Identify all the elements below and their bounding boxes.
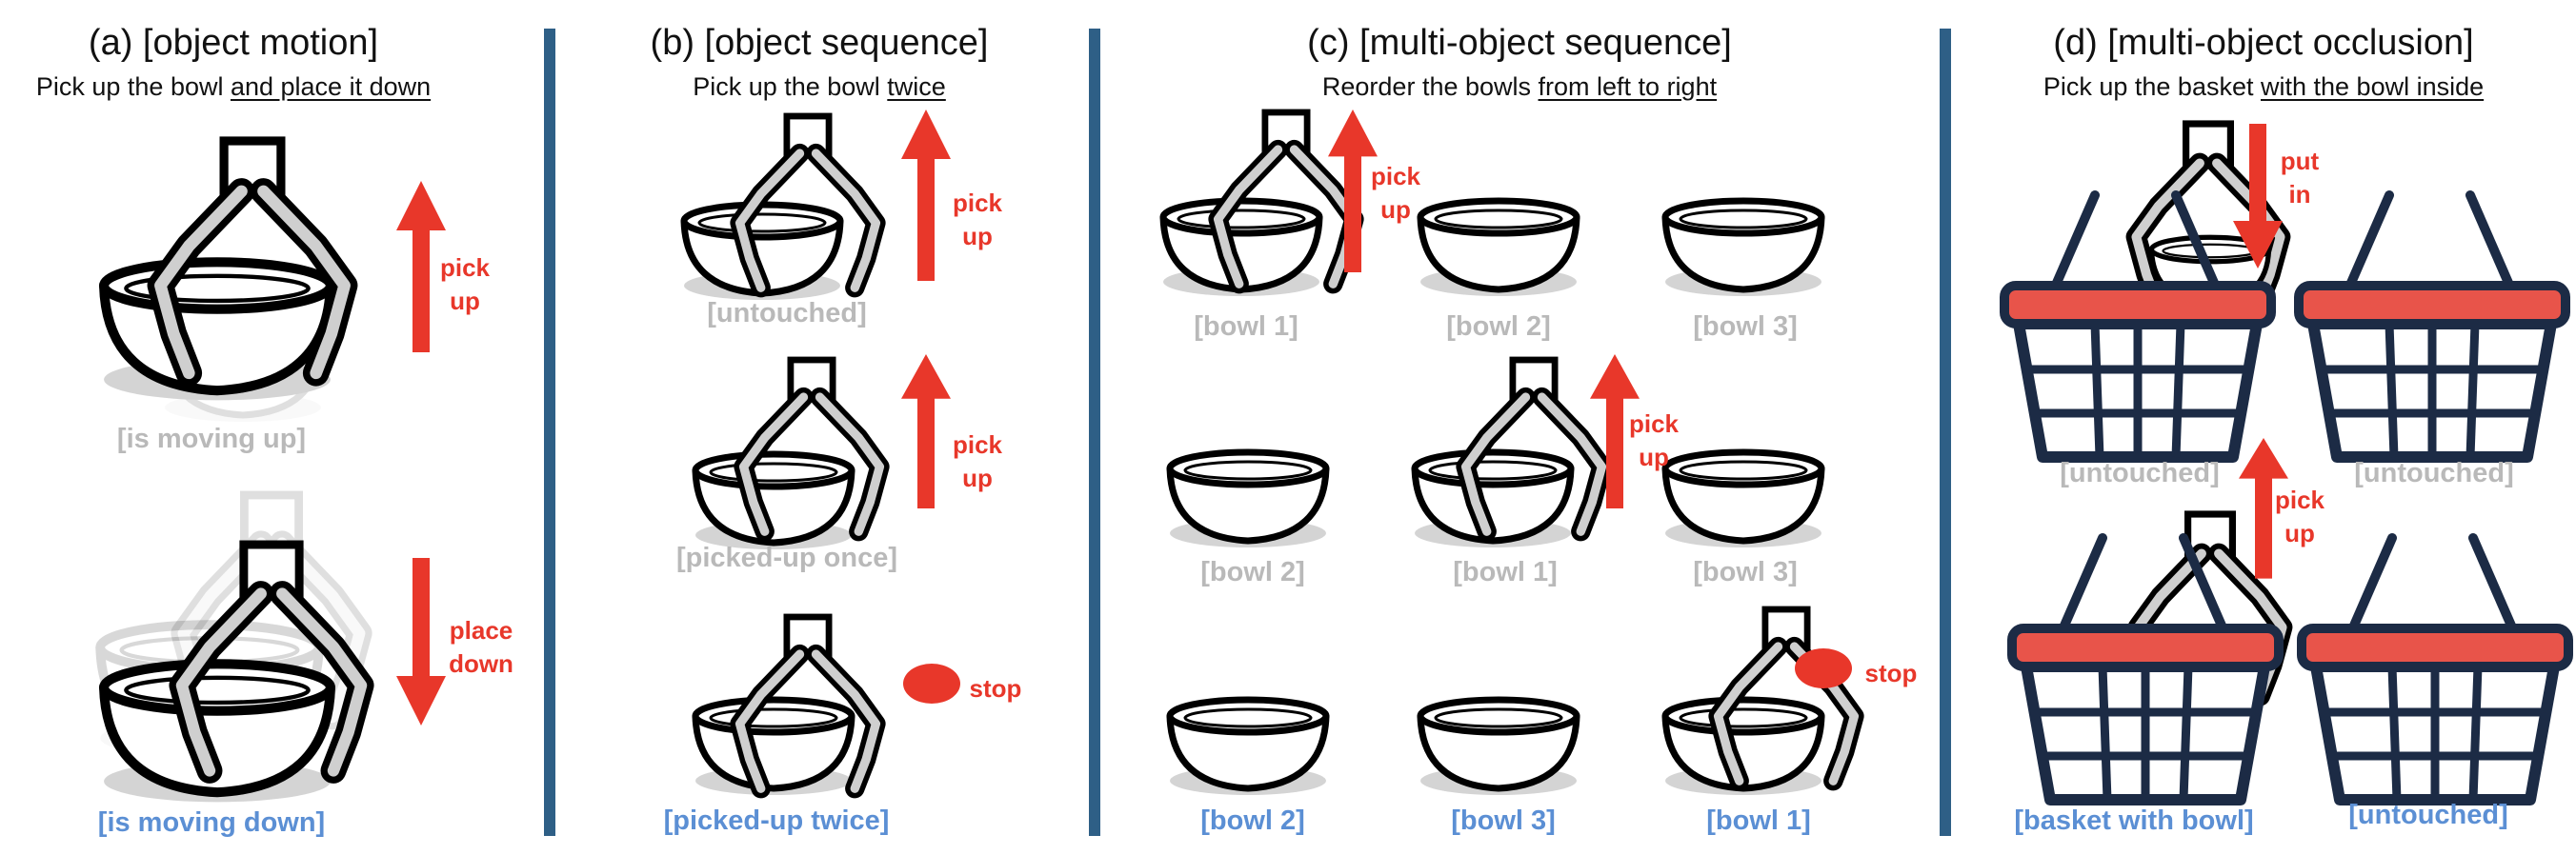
panel-c-row-3 [1170, 609, 1854, 795]
bowl-label-final: [bowl 1] [1706, 805, 1811, 836]
stop-dot-icon [903, 664, 960, 704]
down-arrow-icon [2233, 124, 2283, 268]
subtitle-plain: Pick up the bowl [693, 72, 888, 101]
panel-divider-2 [1089, 29, 1100, 836]
subtitle-plain: Reorder the bowls [1321, 72, 1539, 101]
basket-label-final: [untouched] [2348, 800, 2508, 830]
panel-a-top-scene [104, 141, 345, 422]
action-label: pick up [952, 430, 1003, 493]
action-label: pick up [1370, 162, 1421, 225]
basket-label: [untouched] [2060, 458, 2220, 488]
basket-label-final: [basket with bowl] [2014, 805, 2254, 836]
panel-d-subtitle: Pick up the basket with the bowl inside [2043, 74, 2484, 100]
bowl-label: [bowl 3] [1693, 311, 1798, 342]
basket-label: [untouched] [2354, 458, 2514, 488]
panel-b-step-3 [695, 617, 875, 795]
bowl-label: [bowl 1] [1194, 311, 1298, 342]
state-label-final: [is moving down] [97, 807, 326, 838]
panel-d-title: (d) [multi-object occlusion] [2053, 23, 2474, 63]
bowl-label: [bowl 1] [1453, 557, 1558, 587]
subtitle-underlined: from left to right [1538, 72, 1718, 101]
action-label: pick up [1628, 409, 1680, 472]
action-label: pick up [952, 189, 1003, 251]
panel-a-bottom-scene [100, 495, 361, 802]
up-arrow-icon [901, 109, 951, 281]
stop-dot-icon [1795, 648, 1852, 688]
panel-a-subtitle: Pick up the bowl and place it down [36, 74, 431, 100]
state-label-final: [picked-up twice] [663, 805, 890, 836]
subtitle-plain: Pick up the bowl [35, 72, 231, 101]
up-arrow-icon [901, 354, 951, 508]
panel-divider-1 [544, 29, 555, 836]
state-label: [untouched] [707, 298, 867, 328]
down-arrow-icon [396, 558, 446, 726]
bowl-label-final: [bowl 3] [1451, 805, 1556, 836]
panel-b-step-2 [695, 360, 879, 549]
panel-c-subtitle: Reorder the bowls from left to right [1322, 74, 1717, 100]
bowl-label: [bowl 3] [1693, 557, 1798, 587]
bowl-label: [bowl 2] [1200, 557, 1305, 587]
subtitle-underlined: with the bowl inside [2261, 72, 2485, 101]
action-label: place down [449, 616, 513, 679]
subtitle-plain: Pick up the basket [2043, 72, 2261, 101]
state-label: [is moving up] [116, 424, 307, 454]
panel-b-title: (b) [object sequence] [650, 23, 989, 63]
panel-b-subtitle: Pick up the bowl twice [693, 74, 946, 100]
action-label: pick up [439, 253, 491, 316]
panel-divider-3 [1940, 29, 1951, 836]
action-label: stop [969, 674, 1022, 703]
subtitle-underlined: and place it down [230, 72, 432, 101]
panel-d-bottom-scene [2012, 514, 2568, 800]
panel-b-step-1 [684, 116, 875, 300]
action-label: pick up [2274, 486, 2325, 548]
panel-c-row-2 [1170, 360, 1821, 547]
subtitle-underlined: twice [887, 72, 946, 101]
action-label: stop [1864, 659, 1918, 687]
panel-c-title: (c) [multi-object sequence] [1307, 23, 1732, 63]
up-arrow-icon [396, 181, 446, 352]
bowl-label-final: [bowl 2] [1200, 805, 1305, 836]
panel-a-title: (a) [object motion] [88, 23, 379, 63]
bowl-label: [bowl 2] [1446, 311, 1551, 342]
action-label: put in [2280, 147, 2320, 209]
state-label: [picked-up once] [675, 543, 898, 573]
panel-c-row-1 [1163, 112, 1821, 296]
